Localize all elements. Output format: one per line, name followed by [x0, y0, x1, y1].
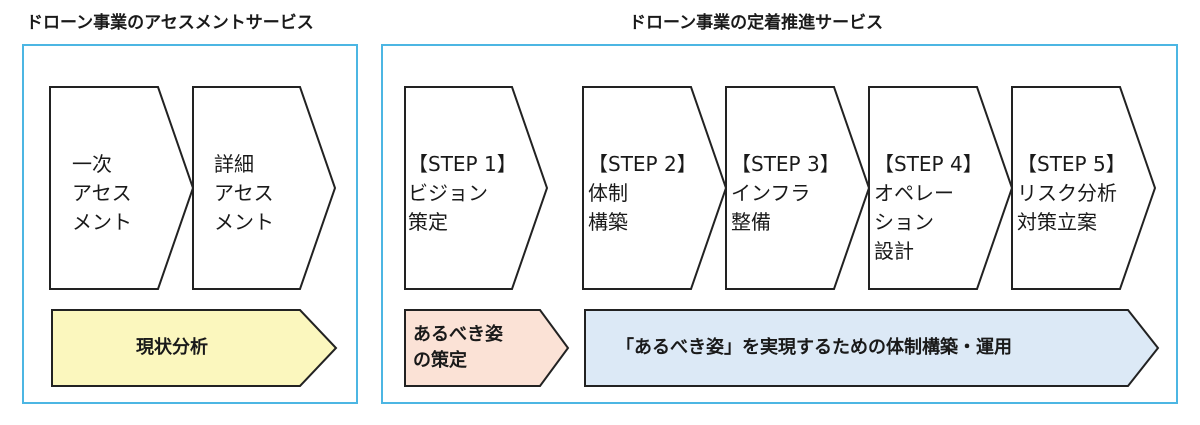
phase-band-vision	[404, 309, 570, 387]
promotion-panel	[381, 44, 1178, 404]
step-arrow-primary-assessment	[49, 86, 195, 290]
step-label-primary-assessment: 一次 アセス メント	[72, 152, 132, 234]
assessment-panel	[22, 44, 358, 404]
step-arrow-step4	[868, 86, 1014, 290]
phase-label-current-analysis: 現状分析	[136, 337, 208, 358]
assessment-title: ドローン事業のアセスメントサービス	[26, 13, 314, 33]
step-label-step4: 【STEP 4】 オペレー ション 設計	[874, 152, 983, 263]
phase-label-implementation: 「あるべき姿」を実現するための体制構築・運用	[616, 337, 1012, 358]
promotion-title: ドローン事業の定着推進サービス	[629, 13, 884, 33]
step-label-step3: 【STEP 3】 インフラ 整備	[731, 152, 840, 234]
step-label-step2: 【STEP 2】 体制 構築	[588, 152, 697, 234]
step-label-step5: 【STEP 5】 リスク分析 対策立案	[1017, 152, 1126, 234]
phase-label-vision: あるべき姿 の策定	[413, 324, 503, 371]
step-arrow-step1	[404, 86, 549, 290]
step-arrow-step2	[582, 86, 728, 290]
step-arrow-step3	[725, 86, 871, 290]
step-label-step1: 【STEP 1】 ビジョン 策定	[408, 152, 517, 234]
step-label-detailed-assessment: 詳細 アセス メント	[214, 152, 274, 234]
step-arrow-step5	[1011, 86, 1157, 290]
phase-band-current-analysis	[51, 309, 338, 387]
step-arrow-detailed-assessment	[192, 86, 337, 290]
phase-band-implementation	[584, 309, 1160, 387]
